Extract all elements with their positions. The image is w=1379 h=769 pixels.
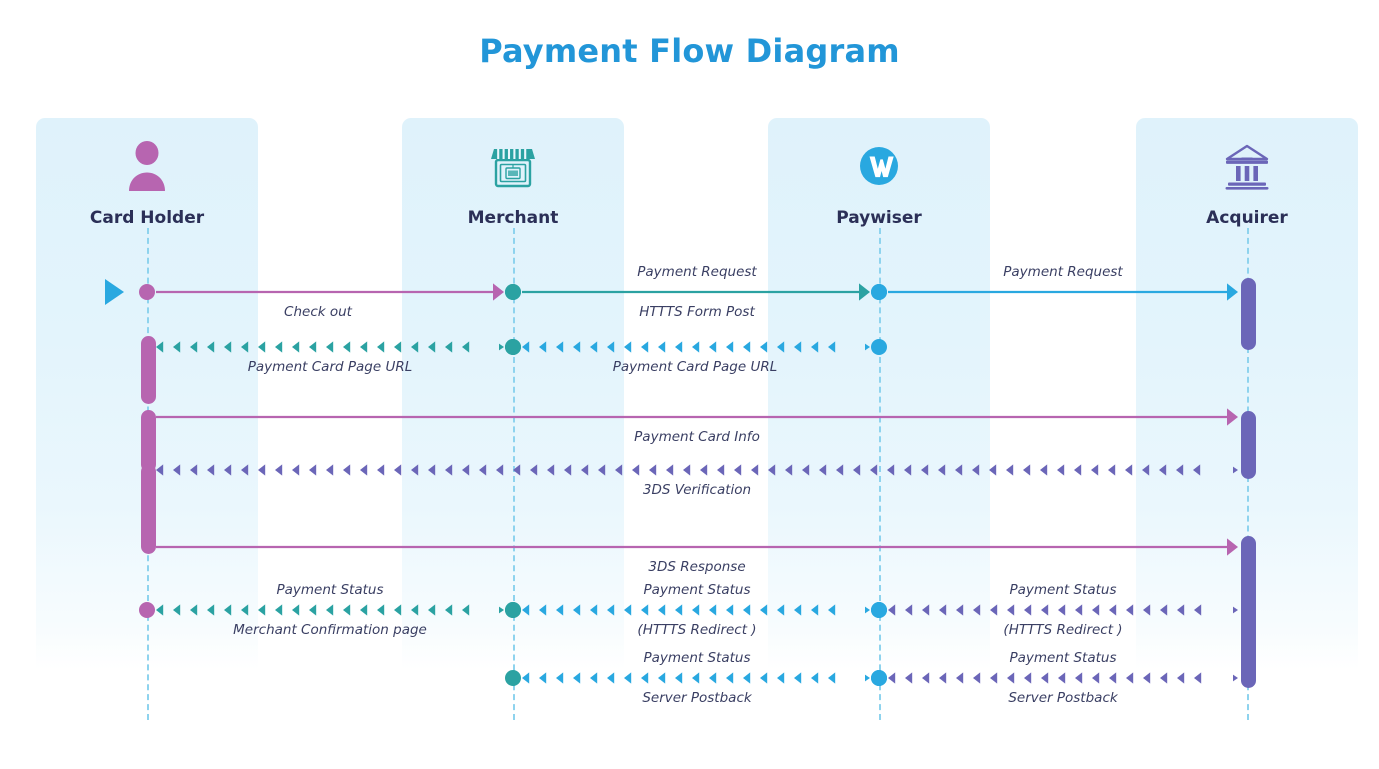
message-label-status-postback-merchant-1: Server Postback bbox=[642, 690, 752, 706]
message-label-check-out-0: Check out bbox=[284, 304, 352, 320]
act-acquirer-3 bbox=[1240, 536, 1256, 688]
message-payment-card-info bbox=[156, 408, 1238, 426]
message-label-status-postback-paywiser-1: Server Postback bbox=[1008, 690, 1118, 706]
message-status-postback-paywiser bbox=[871, 670, 1238, 686]
lifeline-merchant bbox=[513, 228, 515, 720]
act-acquirer-2 bbox=[1240, 411, 1256, 479]
message-label-card-page-url-paywiser-0: Payment Card Page URL bbox=[612, 359, 778, 375]
message-label-status-redirect-paywiser-1: (HTTTS Redirect ) bbox=[1003, 622, 1123, 638]
message-label-status-merchant-confirm-1: Merchant Confirmation page bbox=[233, 622, 427, 638]
message-label-status-postback-paywiser-0: Payment Status bbox=[1009, 650, 1117, 666]
act-cardholder-1 bbox=[140, 336, 156, 404]
actor-header-card-holder[interactable]: Card Holder bbox=[36, 118, 258, 228]
message-label-payment-card-info-0: Payment Card Info bbox=[634, 429, 760, 445]
message-label-3ds-response-0: 3DS Response bbox=[648, 559, 746, 575]
message-label-payment-request-form-post-1: HTTTS Form Post bbox=[639, 304, 755, 320]
start-play-marker bbox=[105, 279, 124, 305]
message-status-postback-merchant bbox=[505, 670, 887, 686]
paywiser-logo-icon bbox=[768, 134, 990, 200]
message-label-status-redirect-merchant-1: (HTTTS Redirect ) bbox=[637, 622, 757, 638]
act-cardholder-3 bbox=[140, 464, 156, 554]
lifeline-paywiser bbox=[879, 228, 881, 720]
message-label-status-redirect-paywiser-0: Payment Status bbox=[1009, 582, 1117, 598]
message-3ds-verification bbox=[156, 464, 1238, 476]
message-label-status-redirect-merchant-0: Payment Status bbox=[643, 582, 751, 598]
actor-header-merchant[interactable]: Merchant bbox=[402, 118, 624, 228]
message-3ds-response bbox=[156, 538, 1238, 556]
message-label-payment-request-form-post-0: Payment Request bbox=[637, 264, 757, 280]
actor-label-card-holder: Card Holder bbox=[89, 208, 205, 228]
actor-label-paywiser: Paywiser bbox=[836, 208, 922, 228]
act-acquirer-1 bbox=[1240, 278, 1256, 350]
bank-icon bbox=[1136, 134, 1358, 200]
act-cardholder-2 bbox=[140, 410, 156, 472]
message-label-card-page-url-merchant-0: Payment Card Page URL bbox=[247, 359, 413, 375]
page-title: Payment Flow Diagram bbox=[479, 32, 900, 70]
storefront-icon bbox=[402, 134, 624, 200]
actor-label-acquirer: Acquirer bbox=[1206, 208, 1288, 228]
message-label-status-merchant-confirm-0: Payment Status bbox=[276, 582, 384, 598]
actor-label-merchant: Merchant bbox=[467, 208, 559, 228]
actor-header-paywiser[interactable]: Paywiser bbox=[768, 118, 990, 228]
actor-header-acquirer[interactable]: Acquirer bbox=[1136, 118, 1358, 228]
message-label-payment-request-acquirer-0: Payment Request bbox=[1003, 264, 1123, 280]
message-label-3ds-verification-0: 3DS Verification bbox=[642, 482, 752, 498]
message-label-status-postback-merchant-0: Payment Status bbox=[643, 650, 751, 666]
person-icon bbox=[36, 134, 258, 200]
